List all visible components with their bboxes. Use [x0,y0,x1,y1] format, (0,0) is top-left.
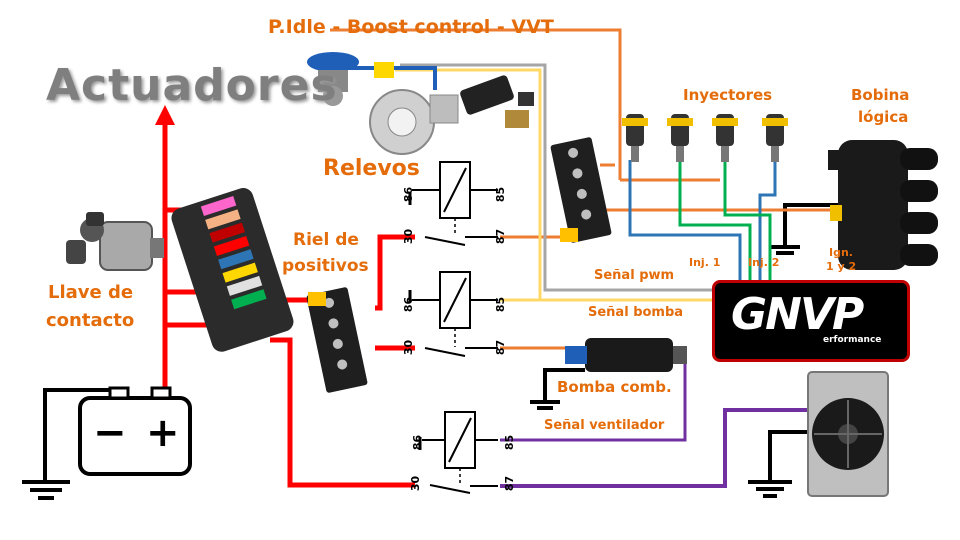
label-bomba-comb: Bomba comb. [557,378,672,396]
label-llave-1: Llave de [48,282,134,303]
label-bobina-2: lógica [858,108,909,126]
fuel-pump [565,338,687,372]
relay3-pin86: 86 [411,434,425,451]
battery-minus: − [93,410,127,456]
ignition-switch [66,212,164,271]
turbo [369,89,459,155]
label-bobina-1: Bobina [851,86,910,104]
ecu-subtitle: erformance [823,335,882,345]
relay3-pin87: 87 [503,475,517,492]
injectors [622,114,788,162]
ignition-coil [828,140,938,270]
relay1-pin30: 30 [402,228,416,245]
label-llave-2: contacto [46,310,135,331]
terminal-block [550,137,612,243]
battery-plus: + [146,410,180,456]
diagram-title: P.Idle - Boost control - VVT [268,16,554,38]
boost-solenoid [307,52,394,106]
label-ign-2: 1 y 2 [826,260,857,273]
relay-2 [412,271,498,357]
relay2-pin87: 87 [494,339,508,356]
relay2-pin86: 86 [402,296,416,313]
orange-wires [330,28,840,350]
ground-wires [22,203,840,500]
relay2-pin30: 30 [402,339,416,356]
purple-wires [500,356,687,442]
label-inj1: Inj. 1 [689,256,721,269]
relay1-pin85: 85 [494,186,508,203]
label-senal-pwm: Señal pwm [594,268,675,283]
relay-3 [422,411,498,494]
relay3-pin85: 85 [503,434,517,451]
battery [78,386,192,476]
label-relevos: Relevos [323,156,420,181]
power-arrow [155,105,175,125]
label-riel-2: positivos [282,256,369,276]
green-wires [678,160,752,280]
blue-wires [628,160,742,280]
relay-1 [412,161,498,246]
actuadores-heading: Actuadores [46,60,338,111]
relay2-pin85: 85 [494,296,508,313]
relay1-pin87: 87 [494,228,508,245]
gray-wire [400,63,720,292]
radiator-fan [807,371,889,497]
label-inj2: Inj. 2 [748,256,780,269]
label-inyectores: Inyectores [683,86,773,104]
label-senal-ventilador: Señal ventilador [544,418,665,433]
relay1-pin86: 86 [402,186,416,203]
positive-rail [306,287,368,393]
ecu-logo: GNVP erformance [712,280,910,362]
relay3-pin30: 30 [409,475,423,492]
fuse-box [171,187,294,352]
label-riel-1: Riel de [293,230,359,250]
toggle-switch [460,75,534,128]
label-ign-1: Ign. [829,246,853,259]
label-senal-bomba: Señal bomba [588,305,684,320]
ecu-brand: GNVP [731,289,864,340]
